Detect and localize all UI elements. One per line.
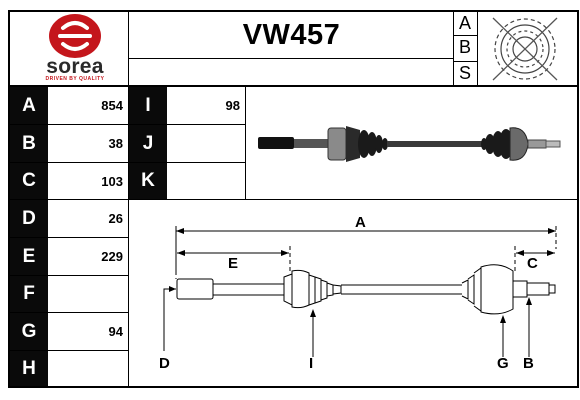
brand-tagline: DRIVEN BY QUALITY bbox=[45, 76, 105, 82]
dim-label-a: A bbox=[355, 214, 366, 231]
dim-label-c: C bbox=[527, 255, 538, 272]
dim-label-e: E bbox=[228, 255, 239, 272]
dim-label-g: G bbox=[497, 355, 509, 372]
abs-label: A B S bbox=[454, 12, 476, 86]
spec-value-h bbox=[48, 351, 128, 386]
abs-letter-b: B bbox=[458, 37, 471, 57]
spec-value-k bbox=[167, 163, 245, 199]
dim-label-b: B bbox=[523, 355, 534, 372]
spec-value-e: 229 bbox=[101, 249, 123, 264]
abs-letter-a: A bbox=[458, 13, 471, 33]
spec-letter-j: J bbox=[129, 125, 167, 162]
spec-letter-k: K bbox=[129, 163, 167, 199]
spec-letter-g: G bbox=[10, 313, 48, 350]
spec-letter-c: C bbox=[10, 163, 48, 199]
spec-value-b: 38 bbox=[108, 136, 123, 151]
dim-label-d: D bbox=[159, 355, 170, 372]
drive-shaft-diagram bbox=[163, 226, 557, 357]
spec-letter-i: I bbox=[129, 87, 167, 124]
spec-letter-e: E bbox=[10, 238, 48, 275]
spec-value-a: 854 bbox=[101, 98, 123, 113]
abs-letter-s: S bbox=[458, 63, 471, 83]
dim-label-i: I bbox=[309, 355, 314, 372]
spec-letter-h: H bbox=[10, 351, 48, 386]
drive-shaft-photo bbox=[258, 126, 561, 162]
spec-letter-b: B bbox=[10, 125, 48, 162]
spec-value-j bbox=[167, 125, 245, 162]
spec-letter-f: F bbox=[10, 276, 48, 312]
spec-value-i: 98 bbox=[225, 98, 240, 113]
abs-sensor-ring-icon bbox=[492, 17, 558, 81]
spec-letter-a: A bbox=[10, 87, 48, 124]
spec-value-d: 26 bbox=[108, 211, 123, 226]
spec-value-g: 94 bbox=[108, 324, 123, 339]
spec-value-f bbox=[48, 276, 128, 312]
sorea-logo-icon bbox=[49, 14, 101, 58]
part-number-title: VW457 bbox=[242, 18, 341, 51]
brand-name: sorea bbox=[46, 55, 104, 78]
spec-letter-d: D bbox=[10, 200, 48, 237]
spec-value-c: 103 bbox=[101, 173, 123, 189]
